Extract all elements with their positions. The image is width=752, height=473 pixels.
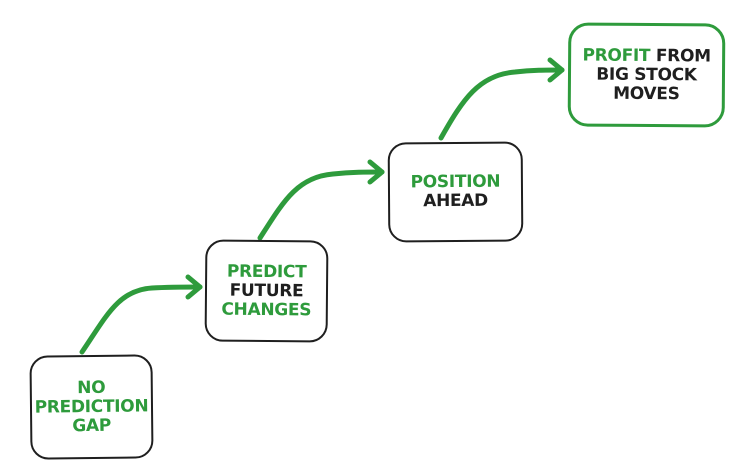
step-label-line: BIG STOCK <box>596 64 697 85</box>
step-label-line: AHEAD <box>423 190 489 212</box>
arrow-head-icon <box>185 274 203 300</box>
arrow-head-icon <box>367 159 385 185</box>
curved-arrow-icon <box>79 284 203 355</box>
step-label-line: POSITION <box>410 171 501 193</box>
arrow-head-icon <box>547 57 565 83</box>
step-label-line: CHANGES <box>221 299 312 320</box>
step-box-profit-from-big-stock-moves: PROFIT FROM BIG STOCK MOVES <box>567 22 726 128</box>
step-label-line: MOVES <box>613 83 680 104</box>
step-label-part: FROM <box>650 45 711 66</box>
step-box-position-ahead: POSITION AHEAD <box>387 141 524 243</box>
step-label-highlight: PROFIT <box>582 45 651 66</box>
step-label-line: FUTURE <box>229 280 304 301</box>
step-box-predict-future-changes: PREDICT FUTURE CHANGES <box>204 239 329 343</box>
curved-arrow-icon <box>438 67 565 141</box>
step-label-line: PREDICT <box>226 261 307 282</box>
step-label-line: GAP <box>72 415 112 436</box>
curved-arrow-icon <box>257 169 385 241</box>
step-box-no-prediction-gap: NO PREDICTION GAP <box>29 354 154 460</box>
step-label-line: PROFIT FROM <box>582 45 711 66</box>
step-label-line: NO <box>77 377 106 398</box>
step-label-line: PREDICTION <box>34 395 149 418</box>
